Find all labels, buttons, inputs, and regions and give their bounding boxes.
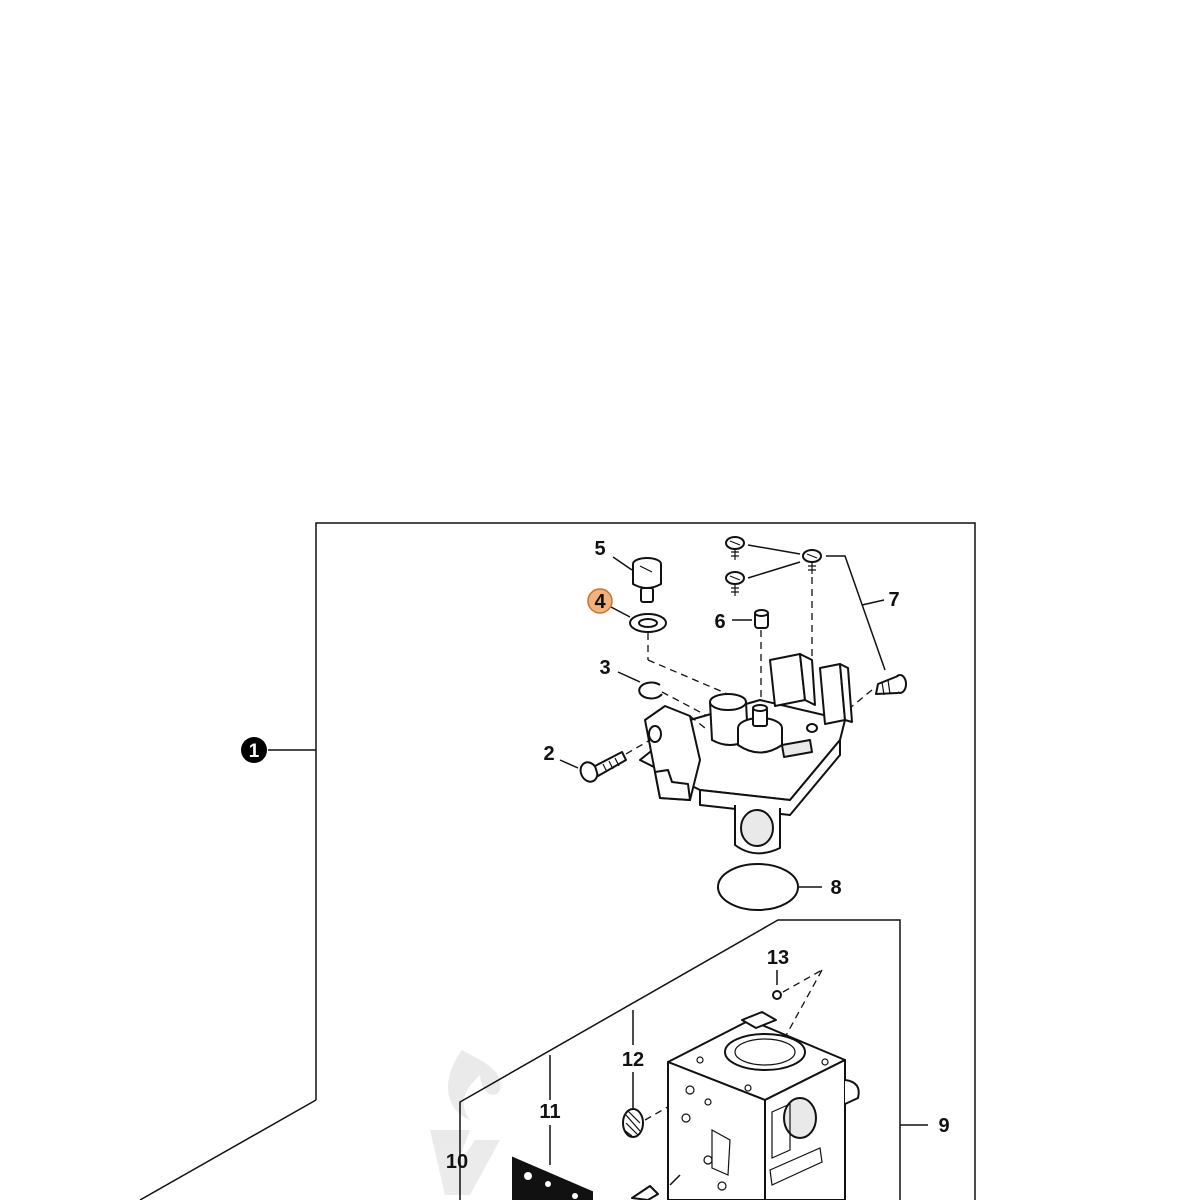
callout-13-label[interactable]: 13 [767,947,789,969]
callout-12-label[interactable]: 12 [622,1049,644,1071]
callout-1-label: 1 [249,741,260,762]
callout-6-label[interactable]: 6 [714,611,725,633]
part-6-plug[interactable] [732,609,769,629]
part-4-washer[interactable] [610,606,667,633]
callout-2-label[interactable]: 2 [543,743,554,765]
part-3-clip[interactable] [617,671,663,700]
callout-1[interactable]: 1 [241,737,267,763]
callout-5-label[interactable]: 5 [594,538,605,560]
part-13-ball[interactable] [772,970,782,1000]
assembly-bracket-9 [459,919,928,1200]
callout-8-label[interactable]: 8 [830,877,841,899]
part-9-carburetor-body[interactable] [667,1011,860,1200]
callout-11-label[interactable]: 11 [539,1101,560,1123]
part-10-gasket[interactable] [512,1156,593,1200]
watermark-logo [430,1050,501,1195]
part-2-screw[interactable] [559,751,627,784]
part-7-screws[interactable] [725,536,907,696]
callout-10-label[interactable]: 10 [446,1151,468,1173]
part-5-pin[interactable] [612,556,662,603]
part-12-screen[interactable] [622,1010,644,1138]
callout-4[interactable]: 4 [587,588,613,614]
assembly-bracket-1 [139,522,976,1200]
part-8-o-ring[interactable] [717,863,822,911]
carburetor-cover-body[interactable] [639,653,853,855]
callout-9-label[interactable]: 9 [938,1115,949,1137]
callout-3-label[interactable]: 3 [599,657,610,679]
callout-7-label[interactable]: 7 [888,589,899,611]
callout-4-label: 4 [594,591,606,613]
needle-valve[interactable] [631,1174,681,1200]
